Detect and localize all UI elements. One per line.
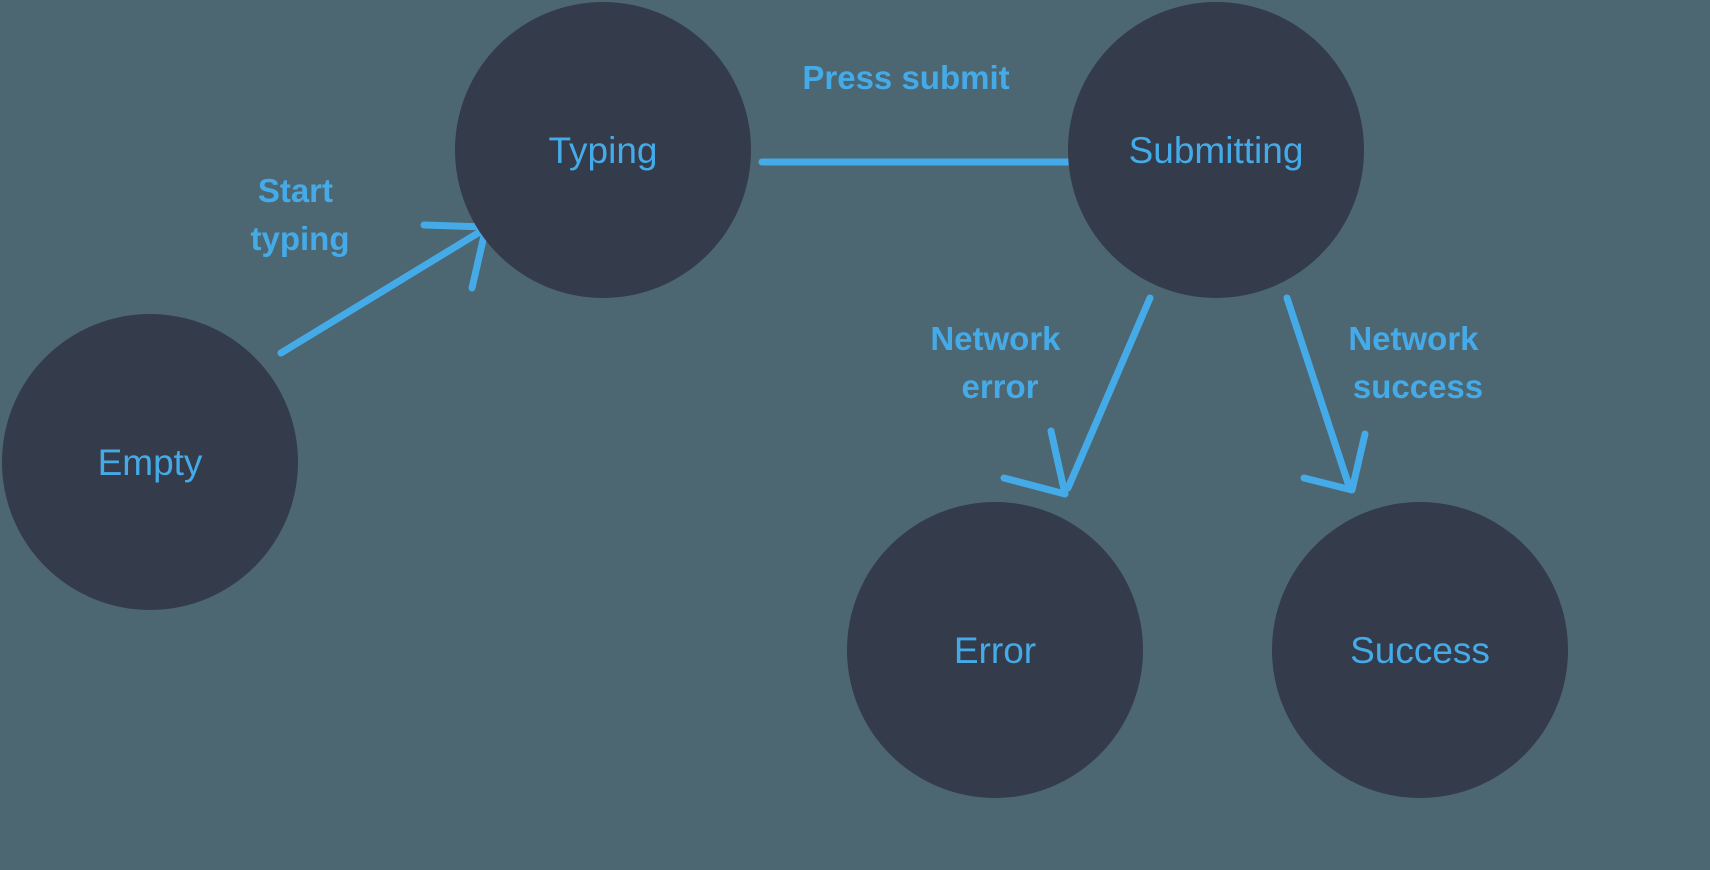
transition-network-error-label-line-1: error <box>961 368 1038 405</box>
transition-network-error-label-line-0: Network <box>930 320 1061 357</box>
state-node-success-label: Success <box>1350 630 1490 671</box>
state-node-submitting-circle <box>1068 2 1364 298</box>
state-node-error[interactable]: Error <box>847 502 1143 798</box>
transition-start-typing-label: Start typing <box>251 172 350 257</box>
state-node-error-label: Error <box>954 630 1036 671</box>
transition-start-typing[interactable]: Start typing <box>251 172 490 357</box>
state-node-typing-label: Typing <box>548 130 657 171</box>
state-node-empty[interactable]: Empty <box>2 314 298 610</box>
state-node-success[interactable]: Success <box>1272 502 1568 798</box>
transition-network-success-arrowhead <box>1300 430 1369 494</box>
state-node-submitting-label: Submitting <box>1129 130 1304 171</box>
transition-network-success-label: Network success <box>1348 320 1487 405</box>
transition-network-error-label: Network error <box>930 320 1069 405</box>
transition-network-error-line <box>1064 294 1154 492</box>
transition-network-success-label-line-1: success <box>1353 368 1483 405</box>
state-node-typing[interactable]: Typing <box>455 2 751 298</box>
state-node-empty-circle <box>2 314 298 610</box>
state-node-error-circle <box>847 502 1143 798</box>
transition-press-submit[interactable]: Press submit <box>758 59 1147 205</box>
transition-start-typing-label-line-1: typing <box>251 220 350 257</box>
state-node-typing-circle <box>455 2 751 298</box>
transition-network-success[interactable]: Network success <box>1283 294 1488 494</box>
transition-network-error[interactable]: Network error <box>930 294 1154 498</box>
transition-network-success-line <box>1283 294 1352 487</box>
transition-network-error-arrowhead <box>1000 427 1069 498</box>
transition-network-success-label-line-0: Network <box>1348 320 1479 357</box>
state-node-submitting[interactable]: Submitting <box>1068 2 1364 298</box>
transition-start-typing-line <box>277 226 487 357</box>
transition-press-submit-label-line-0: Press submit <box>802 59 1009 96</box>
transition-start-typing-label-line-0: Start <box>258 172 333 209</box>
state-node-success-circle <box>1272 502 1568 798</box>
transition-press-submit-label: Press submit <box>802 59 1009 96</box>
state-node-empty-label: Empty <box>98 442 203 483</box>
